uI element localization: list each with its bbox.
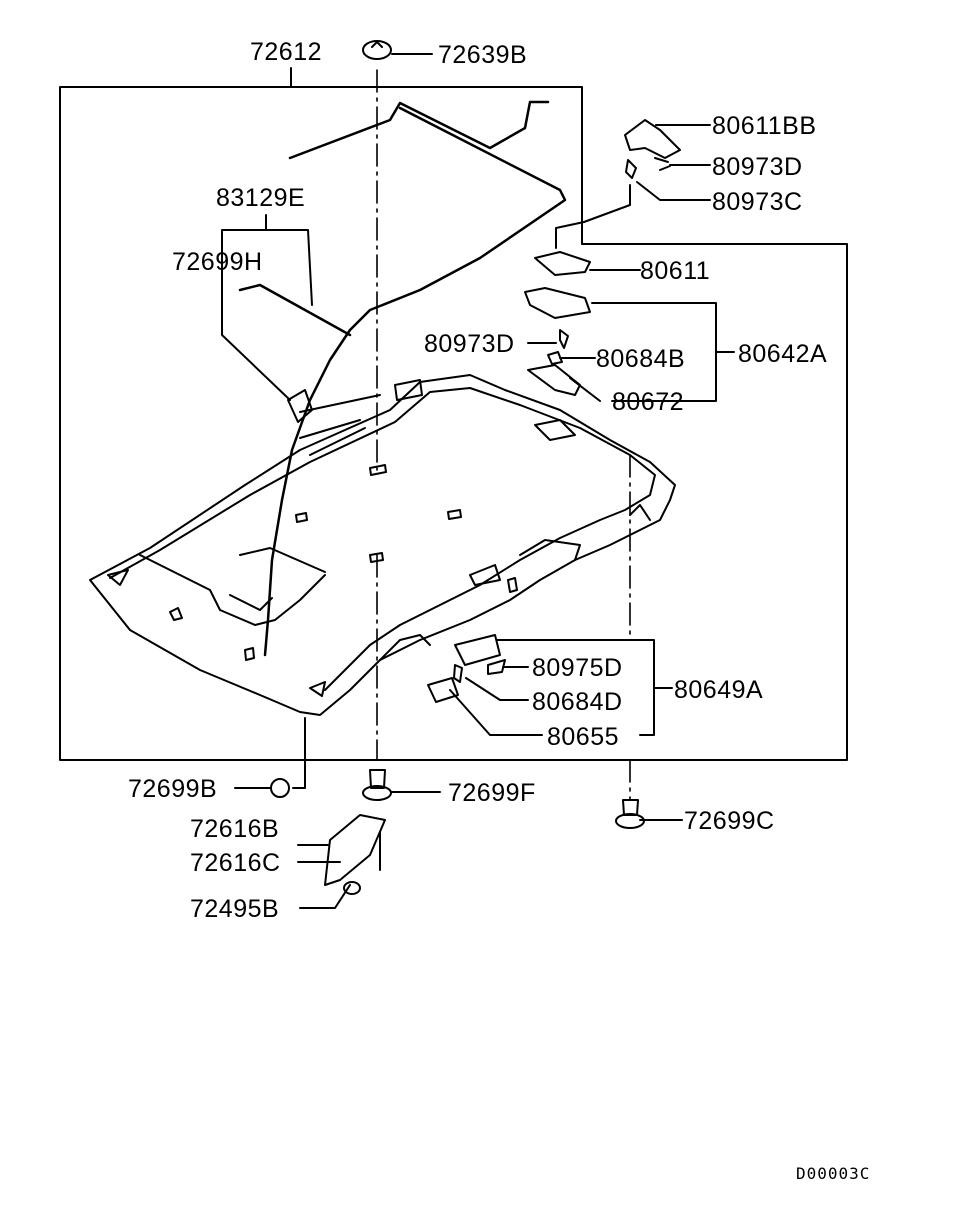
part-label-80649a[interactable]: 80649A <box>674 676 764 704</box>
part-label-83129e[interactable]: 83129E <box>216 184 306 212</box>
part-label-72616c[interactable]: 72616C <box>190 849 281 877</box>
part-label-80642a[interactable]: 80642A <box>738 340 828 368</box>
part-label-80611bb[interactable]: 80611BB <box>712 112 817 140</box>
part-label-72699c[interactable]: 72699C <box>684 807 775 835</box>
part-label-80973c[interactable]: 80973C <box>712 188 803 216</box>
part-label-80611[interactable]: 80611 <box>640 257 711 285</box>
part-label-80655[interactable]: 80655 <box>547 723 620 751</box>
part-label-80973d-mid[interactable]: 80973D <box>424 330 515 358</box>
part-label-80973d-top[interactable]: 80973D <box>712 153 803 181</box>
part-label-72616b[interactable]: 72616B <box>190 815 280 843</box>
part-label-72699h[interactable]: 72699H <box>172 248 263 276</box>
part-label-72699b[interactable]: 72699B <box>128 775 218 803</box>
part-label-72699f[interactable]: 72699F <box>448 779 536 807</box>
small-parts <box>270 40 681 895</box>
part-label-72495b[interactable]: 72495B <box>190 895 280 923</box>
headliner-panel <box>89 374 676 716</box>
part-label-80684b[interactable]: 80684B <box>596 345 686 373</box>
part-label-72612[interactable]: 72612 <box>250 38 323 66</box>
part-label-80975d[interactable]: 80975D <box>532 654 623 682</box>
part-label-80684d[interactable]: 80684D <box>532 688 623 716</box>
leader-lines <box>221 53 735 909</box>
centerlines <box>376 69 631 801</box>
part-label-80672[interactable]: 80672 <box>612 388 685 416</box>
part-label-72639b[interactable]: 72639B <box>438 41 528 69</box>
assembly-frame <box>59 86 848 761</box>
diagram-code: D00003C <box>796 1164 871 1183</box>
